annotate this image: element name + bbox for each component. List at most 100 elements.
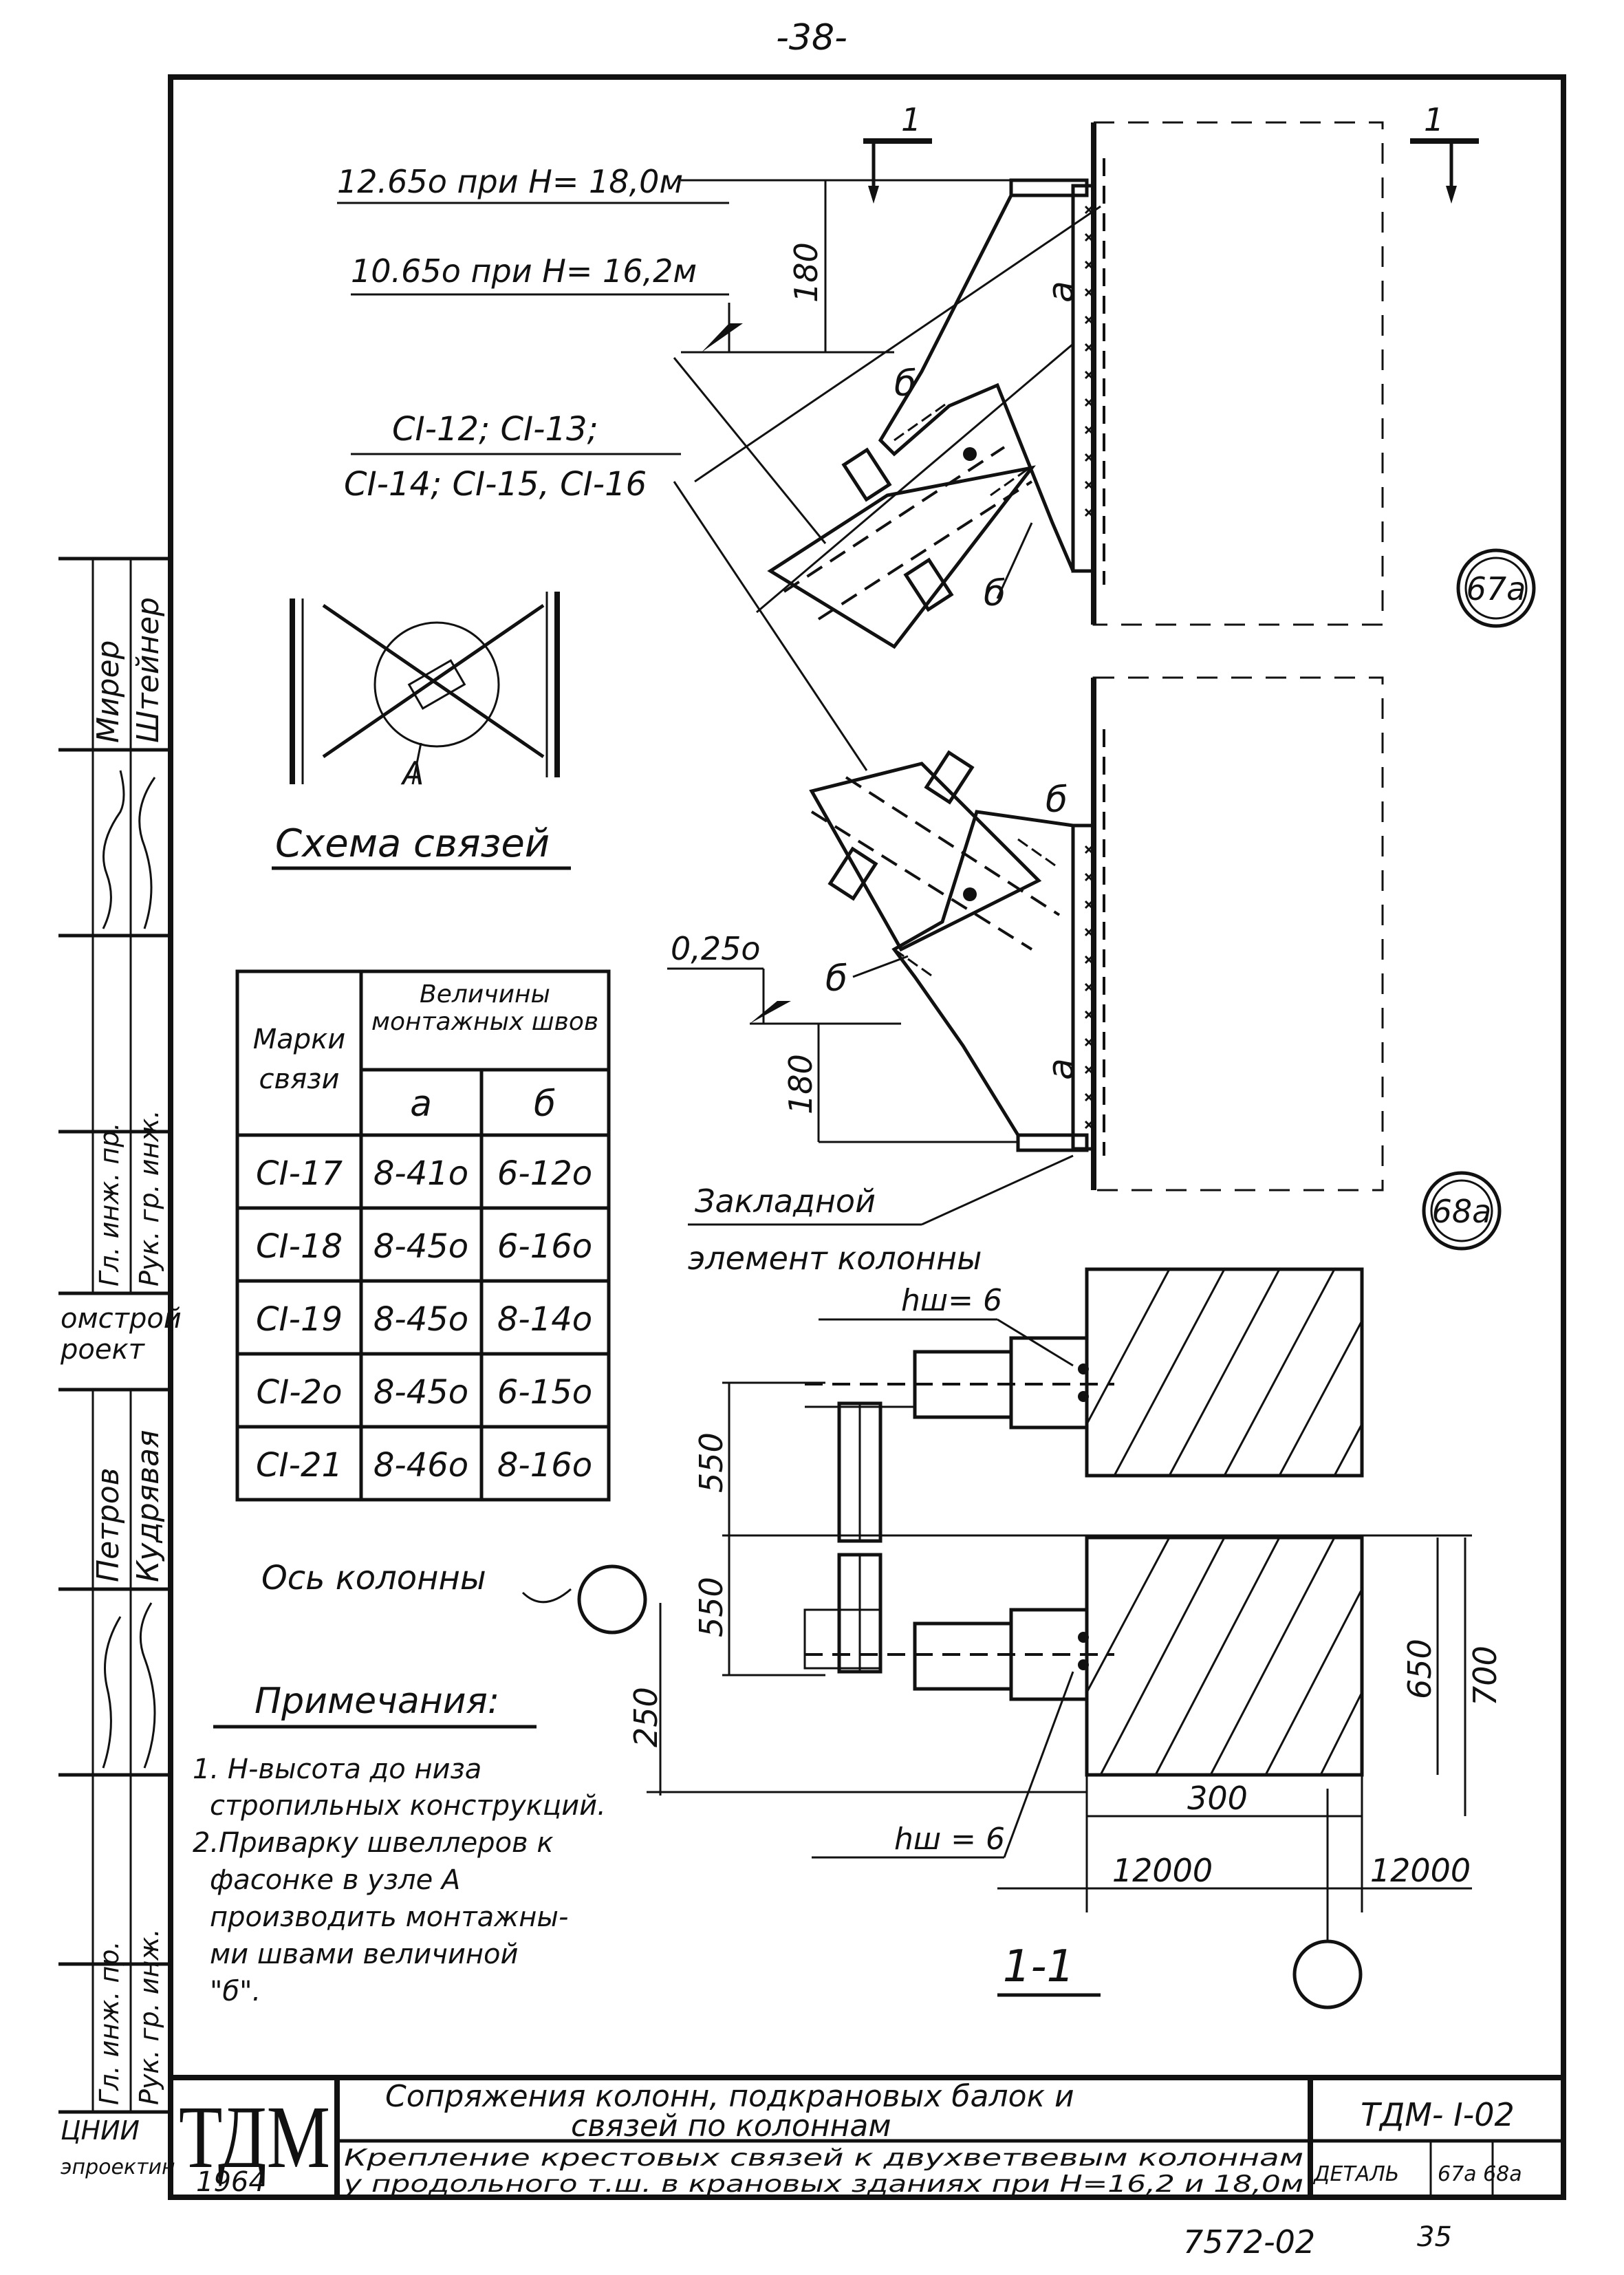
table-row5-mark: CI-21 <box>256 1446 343 1485</box>
stamp-role-1: Гл. инж. пр. <box>94 1122 124 1286</box>
table-row4-b: 6-15о <box>497 1373 592 1412</box>
node-67a-label: 67а <box>1466 570 1526 607</box>
notes-title: Примечания: <box>255 1681 499 1722</box>
node-68a-label: 68а <box>1432 1193 1492 1230</box>
table-row5-b: 8-16о <box>497 1446 592 1485</box>
table-header-mark: Марки связи <box>252 1024 346 1095</box>
level-0250: 0,25о <box>671 930 761 967</box>
stamp-name-4: Кудрявая <box>131 1430 166 1582</box>
axis-circle-bottom <box>1292 1939 1363 2009</box>
scheme-title: Схема связей <box>275 821 550 866</box>
detail-label: ДЕТАЛЬ <box>1312 2162 1399 2186</box>
table-header-values: Величины монтажных швов <box>371 980 599 1036</box>
subtitle-line-2: у продольного т.ш. в крановых зданиях пр… <box>343 2170 1303 2198</box>
scheme-node-label: A <box>400 755 424 792</box>
section-label: 1-1 <box>1003 1941 1075 1992</box>
dim-300: 300 <box>1187 1780 1248 1817</box>
note-2d: ми швами величиной <box>210 1939 518 1970</box>
brace-member-upper <box>767 403 1036 649</box>
stamp-org-1: омстрой <box>61 1303 182 1335</box>
stamp-role-3: Гл. инж. пр. <box>94 1941 124 2105</box>
table-row1-b: 6-12о <box>497 1154 592 1193</box>
weld-label-b-upper1: б <box>894 363 916 405</box>
dim-12000-left: 12000 <box>1112 1852 1213 1889</box>
column-axis-label: Ось колонны <box>261 1559 486 1597</box>
logo: ТДМ <box>179 2088 330 2187</box>
stamp-role-4: Рук. гр. инж. <box>134 1928 164 2105</box>
table-header-b: б <box>534 1083 556 1125</box>
table-row2-mark: CI-18 <box>256 1227 343 1266</box>
weld-label-b-lower2: б <box>1046 779 1068 821</box>
embedded-label-line1: Закладной <box>695 1183 876 1220</box>
stamp-name-2: Штейнер <box>131 597 166 743</box>
weld-label-a-upper: а <box>1041 281 1082 303</box>
table-row4-a: 8-45о <box>373 1373 468 1412</box>
dim-700: 700 <box>1466 1646 1504 1706</box>
subtitle-line-1: Крепление крестовых связей к двухветвевы… <box>344 2144 1303 2172</box>
stamp-org-2: роект <box>60 1334 146 1366</box>
column-axis-circle <box>577 1564 647 1635</box>
title-block <box>171 2075 1563 2197</box>
weld-h-lower: hш = 6 <box>894 1822 1005 1857</box>
year: 1964 <box>196 2166 266 2198</box>
connection-68a: а б б 0,25о 180 <box>667 676 1384 1192</box>
table-row2-b: 6-16о <box>497 1227 592 1266</box>
table-row3-mark: CI-19 <box>256 1300 343 1339</box>
node-68a-circle <box>1422 1171 1502 1251</box>
bracing-scheme: A <box>290 592 560 792</box>
signature-2 <box>138 777 156 929</box>
dim-180-upper: 180 <box>788 242 825 303</box>
table-row5-a: 8-46о <box>373 1446 468 1485</box>
stamp-org-4: эпроектин <box>61 2155 175 2179</box>
dim-550-upper: 550 <box>693 1432 730 1493</box>
footer-code: 7572-02 <box>1183 2223 1315 2261</box>
footer-sheet: 35 <box>1417 2221 1452 2253</box>
title-line-2: связей по колоннам <box>571 2109 891 2144</box>
note-2e: "б". <box>210 1976 261 2007</box>
signature-1 <box>102 770 125 929</box>
level-10650: 10.65о при H= 16,2м <box>351 252 697 290</box>
signature-3 <box>102 1616 122 1769</box>
dim-12000-right: 12000 <box>1370 1852 1471 1889</box>
table-row4-mark: CI-2о <box>257 1373 343 1412</box>
bracing-marks-line1: CI-12; CI-13; <box>392 410 598 449</box>
dim-650: 650 <box>1401 1639 1438 1699</box>
node-67a-circle <box>1456 548 1536 628</box>
weld-label-b-lower1: б <box>825 958 847 1000</box>
table-row1-mark: CI-17 <box>256 1154 343 1193</box>
side-stamp <box>58 557 171 2114</box>
dim-250: 250 <box>627 1687 664 1747</box>
stamp-role-2: Рук. гр. инж. <box>134 1110 164 1286</box>
table-row2-a: 8-45о <box>373 1227 468 1266</box>
section-mark-left: 1 <box>901 101 921 138</box>
dim-180-lower: 180 <box>782 1054 819 1114</box>
title-line-1: Сопряжения колонн, подкрановых балок и <box>385 2079 1074 2114</box>
section-mark-right: 1 <box>1424 101 1444 138</box>
signature-4 <box>139 1602 156 1769</box>
detail-value: 67а 68а <box>1438 2162 1522 2186</box>
weld-label-b-upper2: б <box>984 573 1006 614</box>
stamp-name-3: Петров <box>91 1467 126 1582</box>
column-lower <box>1092 676 1384 1192</box>
note-2b: фасонке в узле A <box>210 1864 460 1896</box>
dim-550-lower: 550 <box>693 1577 730 1637</box>
column-upper <box>1092 121 1384 626</box>
bracing-marks-line2: CI-14; CI-15, CI-16 <box>344 465 647 504</box>
note-2c: производить монтажны- <box>210 1901 568 1933</box>
embedded-label-line2: элемент колонны <box>688 1240 982 1277</box>
table-header-a: а <box>410 1083 432 1125</box>
table-row1-a: 8-41о <box>373 1154 468 1193</box>
scheme-node-circle <box>373 621 500 748</box>
note-1a: 1. H-высота до низа <box>193 1754 481 1785</box>
table-row3-b: 8-14о <box>497 1300 592 1339</box>
brace-member-lower <box>809 750 1061 977</box>
note-1b: стропильных конструкций. <box>210 1790 606 1822</box>
weld-h-upper: hш= 6 <box>901 1283 1002 1318</box>
weld-table <box>235 969 611 1502</box>
page-number: -38- <box>776 17 847 58</box>
weld-label-a-lower: а <box>1041 1058 1082 1080</box>
connection-67a: а б б 180 1 1 <box>673 101 1479 771</box>
note-2a: 2.Приварку швеллеров к <box>193 1827 554 1859</box>
level-12650: 12.65о при H= 18,0м <box>337 163 683 200</box>
